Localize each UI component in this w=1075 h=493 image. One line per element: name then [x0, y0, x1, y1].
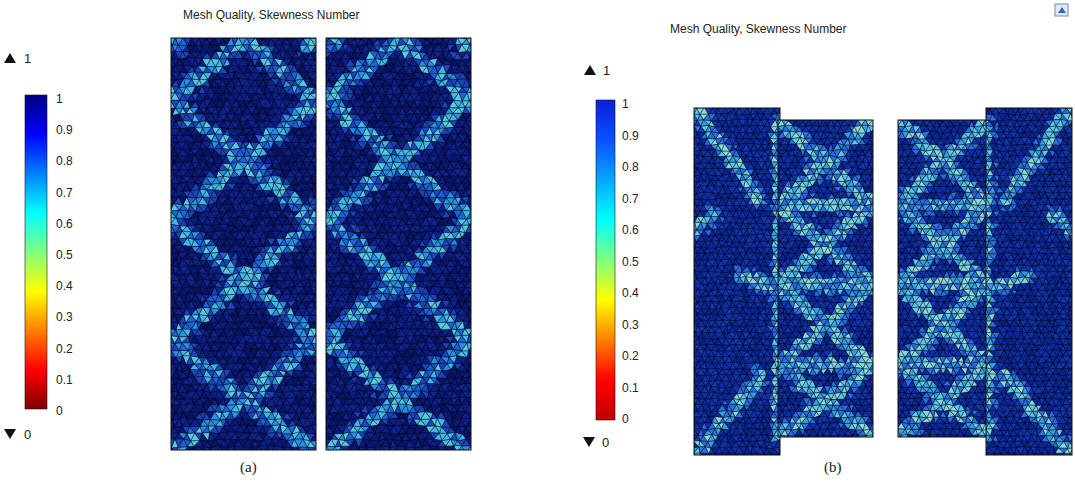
- colorbar-tick: 1: [622, 98, 629, 110]
- colorbar-tick: 0.7: [622, 193, 639, 205]
- mesh-border: [778, 120, 873, 437]
- colorbar-tick: 0: [56, 405, 63, 417]
- panel-caption: (a): [240, 460, 257, 475]
- mesh-edges: [778, 120, 873, 437]
- colorbar-tick: 0.3: [622, 319, 639, 331]
- plot-title: Mesh Quality, Skewness Number: [183, 9, 360, 21]
- mesh-cells: [326, 38, 471, 450]
- mesh-border: [694, 108, 780, 455]
- mesh-cells: [898, 120, 988, 437]
- min-marker-value: 0: [24, 428, 31, 441]
- mesh-cells: [898, 120, 988, 437]
- mesh-cells: [171, 38, 316, 450]
- mesh-cells: [171, 38, 316, 450]
- mesh-border: [898, 120, 988, 437]
- colorbar-tick: 0.1: [56, 374, 73, 386]
- colorbar-tick: 0.8: [622, 161, 639, 173]
- mesh-cells: [326, 38, 471, 450]
- max-marker-value: 1: [24, 52, 31, 65]
- mesh-block: [171, 38, 316, 450]
- mesh-cells: [694, 108, 780, 455]
- colorbar-tick: 0.7: [56, 187, 73, 199]
- mesh-block: [326, 38, 471, 450]
- colorbar-tick: 0.2: [622, 350, 639, 362]
- mesh-edges: [898, 120, 988, 437]
- colorbar-tick: 0.5: [56, 249, 73, 261]
- mesh-cells: [778, 120, 873, 437]
- max-marker-value: 1: [603, 64, 610, 77]
- mesh-cells: [326, 38, 471, 450]
- mesh-block: [694, 108, 780, 455]
- colorbar-tick: 0.8: [56, 155, 73, 167]
- mesh-cells: [694, 108, 780, 455]
- colorbar-tick: 0.5: [622, 256, 639, 268]
- plot-title: Mesh Quality, Skewness Number: [670, 23, 847, 35]
- colorbar-tick: 0: [622, 413, 629, 425]
- colorbar-tick: 0.4: [56, 280, 73, 292]
- colorbar-tick: 1: [56, 93, 63, 105]
- mesh-edges: [171, 38, 316, 450]
- mesh-cells: [694, 108, 780, 455]
- mesh-edges: [326, 38, 471, 450]
- colorbar-tick: 0.2: [56, 343, 73, 355]
- mesh-edges: [986, 108, 1072, 455]
- colorbar-tick: 0.6: [56, 218, 73, 230]
- colorbar-tick: 0.9: [56, 124, 73, 136]
- colorbar: [25, 95, 47, 409]
- min-marker: [583, 437, 595, 447]
- mesh-cells: [778, 120, 873, 437]
- mesh-cells: [898, 120, 988, 437]
- mesh-cells: [694, 108, 780, 455]
- mesh-block: [778, 120, 873, 437]
- mesh-cells: [171, 38, 316, 450]
- colorbar-tick: 0.1: [622, 382, 639, 394]
- mesh-cells: [171, 38, 316, 450]
- colorbar-tick: 0.9: [622, 130, 639, 142]
- mesh-block: [898, 120, 988, 437]
- min-marker: [4, 429, 16, 439]
- max-marker: [584, 65, 596, 75]
- mesh-cells: [986, 108, 1072, 455]
- mesh-border: [986, 108, 1072, 455]
- colorbar: [596, 100, 615, 420]
- colorbar-tick: 0.4: [622, 287, 639, 299]
- colorbar-tick: 0.3: [56, 311, 73, 323]
- min-marker-value: 0: [602, 436, 609, 449]
- mesh-block: [986, 108, 1072, 455]
- mesh-cells: [326, 38, 471, 450]
- mesh-border: [171, 38, 316, 450]
- mesh-cells: [778, 120, 873, 437]
- mesh-border: [326, 38, 471, 450]
- panel-caption: (b): [824, 460, 842, 475]
- max-marker: [4, 53, 16, 63]
- colorbar-tick: 0.6: [622, 224, 639, 236]
- mesh-cells: [778, 120, 873, 437]
- mesh-cells: [898, 120, 988, 437]
- mesh-plots: [162, 30, 1075, 467]
- mesh-edges: [694, 108, 780, 455]
- mesh-cells: [986, 108, 1072, 455]
- window-icon: [1055, 4, 1068, 16]
